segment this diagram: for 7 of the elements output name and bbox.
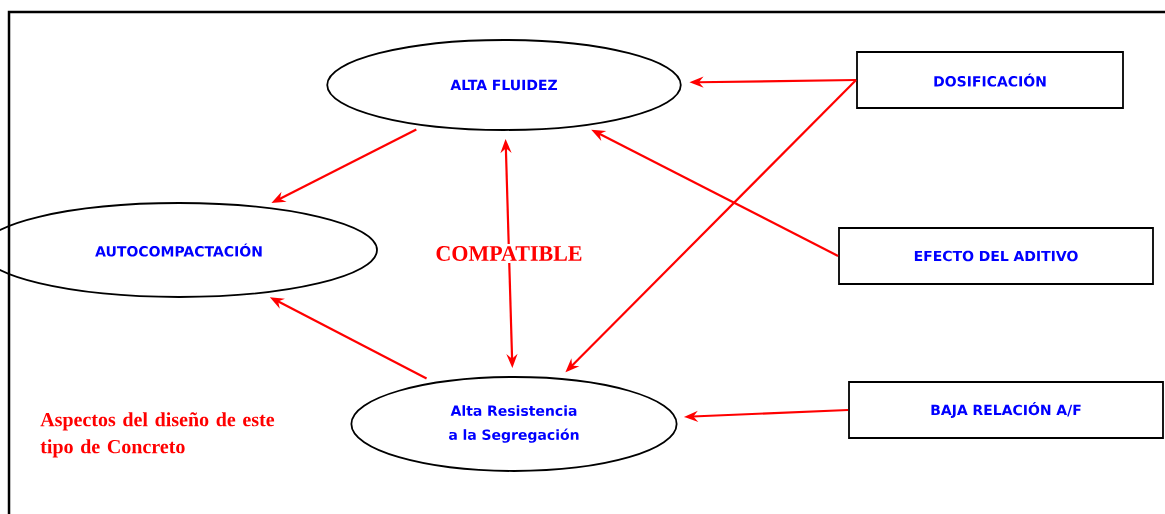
ellipse-node: ALTA FLUIDEZ <box>326 39 682 131</box>
ellipse-node: Alta Resistencia a la Segregación <box>350 376 678 472</box>
process-box: DOSIFICACIÓN <box>856 51 1124 109</box>
process-box: BAJA RELACIÓN A/F <box>848 381 1164 439</box>
edge-label: COMPATIBLE <box>436 246 582 261</box>
note-text: Aspectos del diseño de este tipo de Concreto <box>40 412 275 458</box>
process-box: EFECTO DEL ADITIVO <box>838 227 1154 285</box>
